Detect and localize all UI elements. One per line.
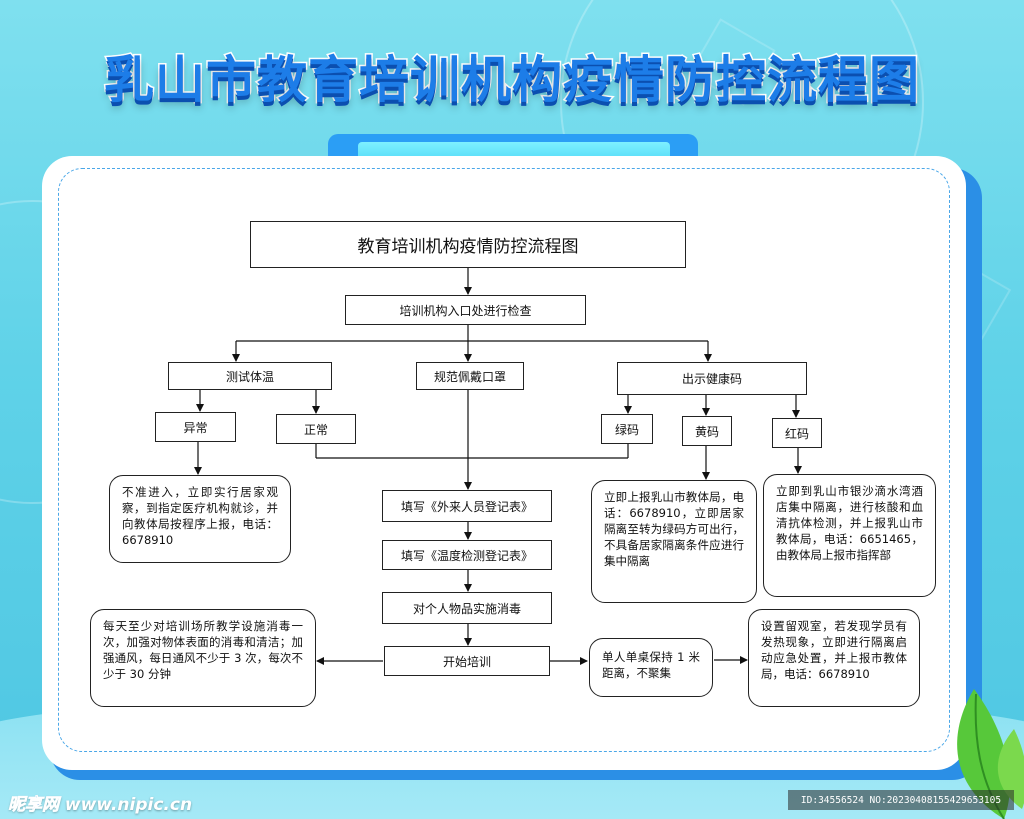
poster-title: 乳山市教育培训机构疫情防控流程图 bbox=[103, 50, 921, 111]
abnormal-note: 不准进入，立即实行居家观察，到指定医疗机构就诊，并向教体局按程序上报，电话：66… bbox=[109, 475, 291, 563]
red-code-note: 立即到乳山市银沙滴水湾酒店集中隔离，进行核酸和血清抗体检测，并上报乳山市教体局，… bbox=[763, 474, 936, 597]
temperature-register-box: 填写《温度检测登记表》 bbox=[382, 540, 552, 570]
visitor-register-box: 填写《外来人员登记表》 bbox=[382, 490, 552, 522]
temperature-box: 测试体温 bbox=[168, 362, 332, 390]
daily-disinfection-note: 每天至少对培训场所教学设施消毒一次，加强对物体表面的消毒和清洁；加强通风，每日通… bbox=[90, 609, 316, 707]
panel-dashed-border bbox=[58, 168, 950, 752]
entry-check-box: 培训机构入口处进行检查 bbox=[345, 295, 586, 325]
image-id-bar: ID:34556524 NO:20230408155429653105 bbox=[788, 790, 1014, 810]
watermark-site: www.nipic.cn bbox=[64, 795, 193, 815]
flowchart-heading: 教育培训机构疫情防控流程图 bbox=[250, 221, 686, 268]
red-code-box: 红码 bbox=[772, 418, 822, 448]
start-training-box: 开始培训 bbox=[384, 646, 550, 676]
single-desk-note: 单人单桌保持 1 米距离，不聚集 bbox=[589, 638, 713, 697]
yellow-code-box: 黄码 bbox=[682, 416, 732, 446]
mask-box: 规范佩戴口罩 bbox=[416, 362, 524, 390]
green-code-box: 绿码 bbox=[601, 414, 653, 444]
watermark: 昵享网 www.nipic.cn bbox=[8, 790, 193, 816]
fever-handling-note: 设置留观室，若发现学员有发热现象，立即进行隔离启动应急处置，并上报市教体局，电话… bbox=[748, 609, 920, 707]
normal-box: 正常 bbox=[276, 414, 356, 444]
yellow-code-note: 立即上报乳山市教体局，电话：6678910，立即居家隔离至转为绿码方可出行，不具… bbox=[591, 480, 757, 603]
watermark-brand: 昵享网 bbox=[8, 795, 60, 816]
health-code-box: 出示健康码 bbox=[617, 362, 807, 395]
abnormal-box: 异常 bbox=[155, 412, 236, 442]
disinfect-box: 对个人物品实施消毒 bbox=[382, 592, 552, 624]
